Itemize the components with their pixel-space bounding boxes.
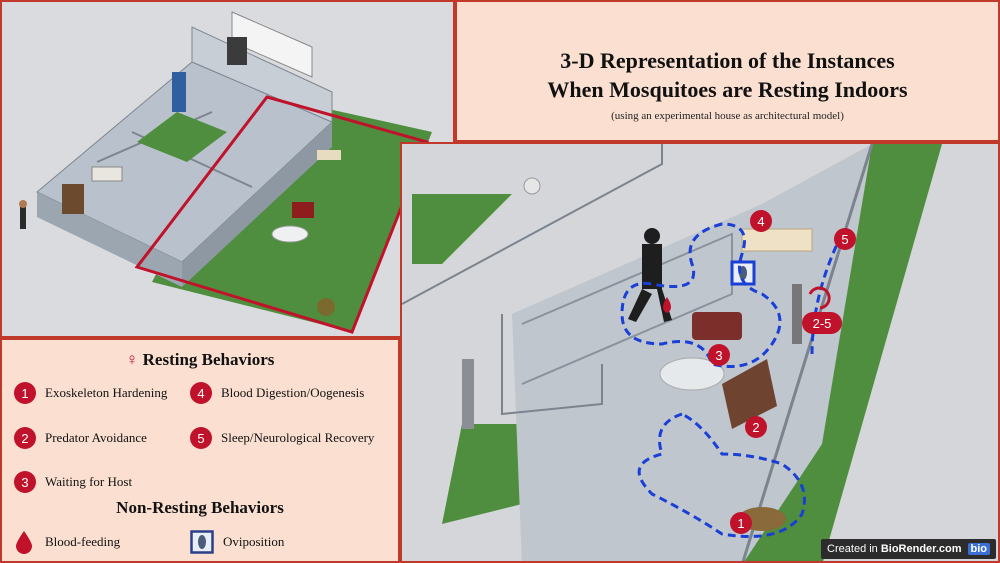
legend-label-1: Exoskeleton Hardening <box>45 385 168 400</box>
blood-drop-icon <box>16 531 32 554</box>
legend-label-oviposition: Oviposition <box>223 534 285 549</box>
badge-prefix: Created in <box>827 543 878 555</box>
legend-number-5: 5 <box>190 427 212 449</box>
legend-number-4: 4 <box>190 382 212 404</box>
side-wall <box>741 144 874 561</box>
room-lawn <box>137 112 227 162</box>
marker-5: 5 <box>834 228 856 250</box>
legend-item-oviposition: Oviposition <box>190 530 284 554</box>
resting-heading-text: Resting Behaviors <box>142 350 275 369</box>
legend-item-3: 3 Waiting for Host <box>14 471 132 493</box>
wall-fixture <box>523 177 541 195</box>
biorender-logo: bio <box>967 543 990 555</box>
potted-plant <box>317 298 335 316</box>
legend-item-1: 1 Exoskeleton Hardening <box>14 382 167 404</box>
zoomed-room-panel: 1 2 3 4 5 2-5 Created in BioRender.com b… <box>400 142 1000 563</box>
back-wall <box>402 144 663 305</box>
cycle-arrow-icon <box>808 286 831 310</box>
title-line-2: When Mosquitoes are Resting Indoors <box>547 77 908 102</box>
locker <box>172 72 186 112</box>
badge-brand: BioRender.com <box>880 543 962 555</box>
legend-item-2: 2 Predator Avoidance <box>14 427 147 449</box>
oviposition-icon <box>190 530 214 554</box>
bench <box>317 150 341 160</box>
marker-4: 4 <box>750 210 772 232</box>
house-wall-front <box>37 192 182 287</box>
legend-label-4: Blood Digestion/Oogenesis <box>221 385 365 400</box>
biorender-badge[interactable]: Created in BioRender.com bio <box>821 539 996 559</box>
partition-wall <box>501 314 603 416</box>
pillar-left <box>462 359 474 429</box>
zoomed-room-illustration <box>402 144 942 561</box>
pillar <box>792 284 802 344</box>
legend-label-2: Predator Avoidance <box>45 430 147 445</box>
flight-path-right <box>810 233 844 355</box>
legend-label-blood-feeding: Blood-feeding <box>45 534 121 549</box>
house-overview-illustration <box>19 11 432 334</box>
wardrobe <box>62 184 84 214</box>
title-panel: 3-D Representation of the Instances When… <box>455 0 1000 142</box>
lawn-upper-left <box>412 194 512 264</box>
marker-3: 3 <box>708 344 730 366</box>
legend-number-2: 2 <box>14 427 36 449</box>
house-wall-side <box>182 122 332 287</box>
legend-item-blood-feeding: Blood-feeding <box>14 530 120 554</box>
legend-number-1: 1 <box>14 382 36 404</box>
bench-seats <box>741 228 813 252</box>
sofa <box>722 359 777 429</box>
resting-behaviors-heading: ♀ Resting Behaviors <box>2 350 398 370</box>
legend-item-5: 5 Sleep/Neurological Recovery <box>190 427 374 449</box>
bed <box>91 166 123 182</box>
legend-panel: ♀ Resting Behaviors 1 Exoskeleton Harden… <box>0 338 400 563</box>
blood-drop-icon <box>663 297 671 313</box>
marker-1: 1 <box>730 512 752 534</box>
non-resting-behaviors-heading: Non-Resting Behaviors <box>116 498 284 517</box>
diagram-title: 3-D Representation of the Instances When… <box>457 46 998 104</box>
armchair <box>292 202 314 218</box>
upper-room-wall <box>231 11 313 78</box>
coffee-table <box>659 357 725 391</box>
marker-2-5: 2-5 <box>802 312 842 334</box>
house-overview-panel <box>0 0 455 338</box>
legend-label-5: Sleep/Neurological Recovery <box>221 430 375 445</box>
female-icon: ♀ <box>125 350 139 369</box>
table <box>271 225 309 243</box>
bookshelf <box>227 37 247 65</box>
legend-number-3: 3 <box>14 471 36 493</box>
person-figure <box>20 207 26 229</box>
flight-path-upper <box>620 222 782 368</box>
title-line-1: 3-D Representation of the Instances <box>560 48 895 73</box>
legend-label-3: Waiting for Host <box>45 474 133 489</box>
marker-2: 2 <box>745 416 767 438</box>
diagram-subtitle: (using an experimental house as architec… <box>611 110 844 122</box>
legend-item-4: 4 Blood Digestion/Oogenesis <box>190 382 364 404</box>
armchair <box>692 312 742 340</box>
person-head <box>19 200 27 208</box>
